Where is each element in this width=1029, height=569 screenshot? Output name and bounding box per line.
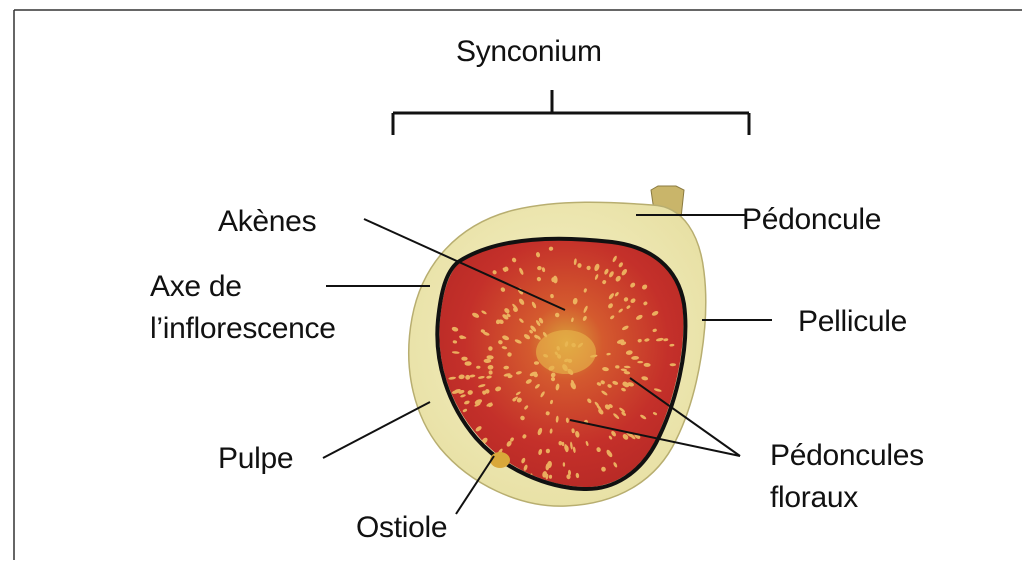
ostiole-label: Ostiole	[356, 510, 447, 546]
pedoncule-label: Pédoncule	[742, 202, 881, 238]
pulpe-leader	[323, 402, 430, 458]
synconium-bracket	[393, 90, 749, 135]
ostiole-shape	[490, 452, 510, 468]
axe-label-line1: Axe de	[150, 269, 242, 305]
axe-label-line2: l’inflorescence	[150, 311, 336, 347]
pedoncules-label-line1: Pédoncules	[770, 438, 924, 474]
akenes-label: Akènes	[218, 204, 316, 240]
pulpe-label: Pulpe	[218, 441, 293, 477]
pellicule-label: Pellicule	[798, 304, 907, 340]
seed-speck	[637, 361, 643, 363]
synconium-label: Synconium	[456, 34, 602, 70]
pedoncules-label-line2: floraux	[770, 480, 858, 516]
fig-cross-section	[409, 186, 706, 506]
inflorescence-axis-center	[536, 330, 596, 374]
